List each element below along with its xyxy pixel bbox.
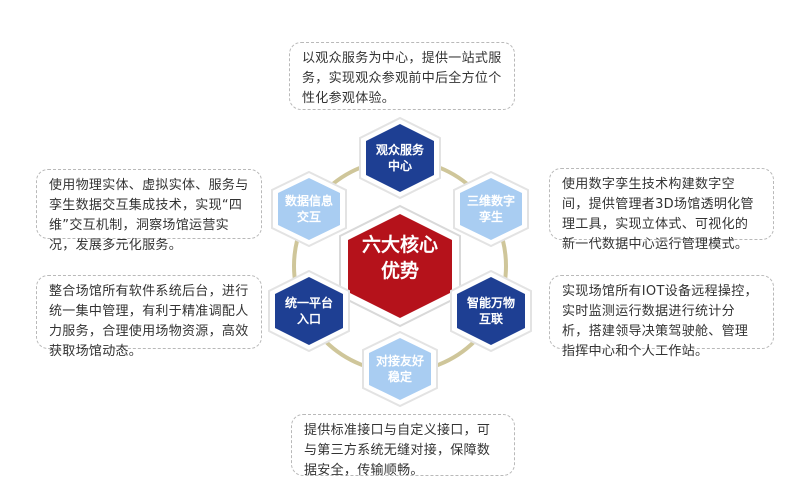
center-hexagon	[339, 204, 461, 328]
center-label-line2: 优势	[380, 260, 419, 282]
node-top-hexagon	[359, 116, 441, 200]
center-label-line1: 六大核心	[361, 234, 438, 256]
node-lower-left-hexagon	[268, 269, 350, 353]
center-label: 六大核心 优势	[342, 232, 458, 284]
node-lower-right-hexagon	[450, 269, 532, 353]
node-upper-left-hexagon	[271, 170, 347, 248]
node-bottom-hexagon	[362, 330, 438, 408]
description-box-upper-left: 使用物理实体、虚拟实体、服务与孪生数据交互集成技术，实现“四维”交互机制，洞察场…	[36, 169, 262, 253]
description-box-top: 以观众服务为中心，提供一站式服务，实现观众参观前中后全方位个性化参观体验。	[289, 42, 515, 110]
description-box-bottom: 提供标准接口与自定义接口，可与第三方系统无缝对接，保障数据安全，传输顺畅。	[291, 414, 515, 478]
node-upper-right-hexagon	[453, 170, 529, 248]
description-box-upper-right: 使用数字孪生技术构建数字空间，提供管理者3D场馆透明化管理工具，实现立体式、可视…	[549, 168, 774, 252]
description-box-lower-left: 整合场馆所有软件系统后台，进行统一集中管理，有利于精准调配人力服务，合理使用场物…	[36, 275, 262, 359]
description-box-lower-right: 实现场馆所有IOT设备远程操控，实时监测运行数据进行统计分析，搭建领导决策驾驶舱…	[549, 275, 774, 359]
